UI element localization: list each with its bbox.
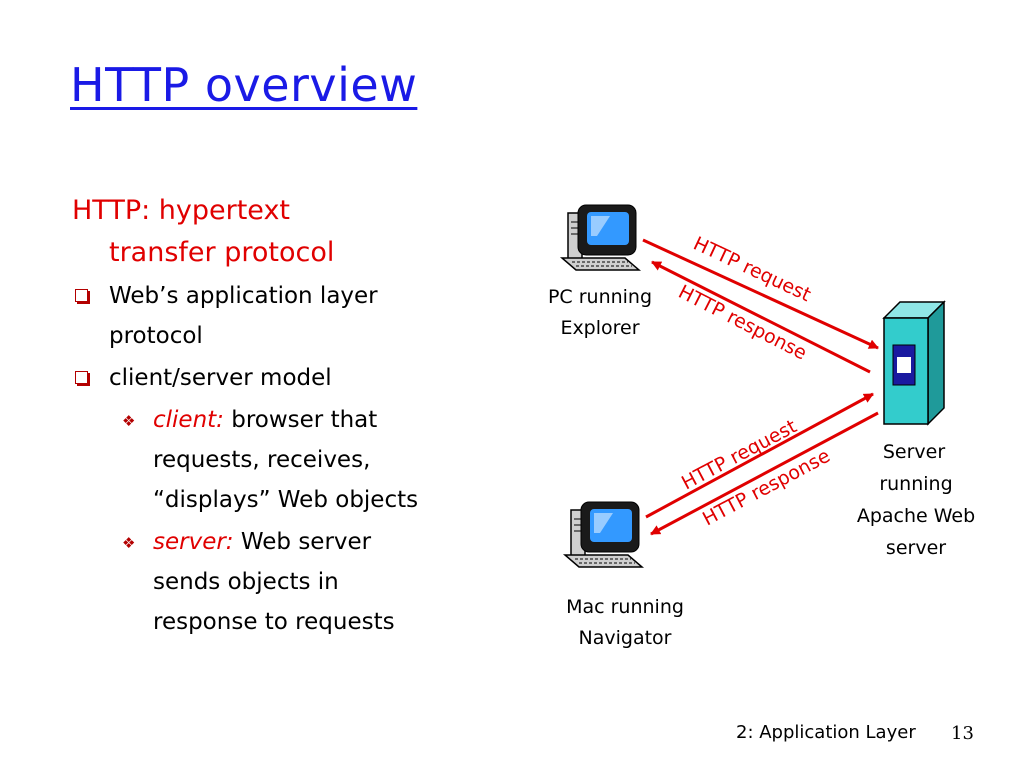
pc-response-arrow — [651, 260, 871, 374]
mac-computer-icon — [562, 501, 645, 568]
square-bullet-icon — [75, 289, 88, 302]
sub-bullet-client: ❖ client: browser that requests, receive… — [72, 400, 492, 520]
heading-line-2: transfer protocol — [109, 237, 335, 268]
pc-caption-line-1: PC running — [548, 286, 652, 308]
client-desc-line-1: browser that — [223, 407, 378, 433]
heading: HTTP: hypertext transfer protocol — [72, 190, 492, 274]
slide-title: HTTP overview — [70, 58, 418, 112]
bullet-text-line-2: protocol — [109, 323, 203, 349]
client-term: client: — [153, 407, 224, 433]
pc-computer-icon — [559, 204, 642, 271]
mac-caption-line-1: Mac running — [566, 596, 684, 618]
client-desc-line-3: “displays” Web objects — [153, 487, 419, 513]
client-desc-line-2: requests, receives, — [153, 447, 371, 473]
square-bullet-icon — [75, 371, 88, 384]
mac-request-arrow — [645, 392, 874, 519]
server-term: server: — [153, 529, 234, 555]
diamond-bullet-icon: ❖ — [122, 534, 136, 552]
pc-request-arrow — [642, 238, 879, 350]
diamond-bullet-icon: ❖ — [122, 412, 136, 430]
server-caption-line-4: server — [886, 537, 946, 559]
bullet-client-server: client/server model — [72, 358, 492, 398]
server-caption-line-1: Server — [883, 441, 945, 463]
bullet-text-line-1: Web’s application layer — [109, 283, 378, 309]
bullet-protocol: Web’s application layer protocol — [72, 276, 492, 356]
page-number: 13 — [951, 723, 974, 744]
server-icon — [882, 300, 946, 426]
sub-bullet-server: ❖ server: Web server sends objects in re… — [72, 522, 492, 642]
heading-line-1: HTTP: hypertext — [72, 195, 291, 226]
server-desc-line-2: sends objects in — [153, 569, 339, 595]
server-caption-line-3: Apache Web — [857, 505, 975, 527]
bullet-text: client/server model — [109, 365, 332, 391]
mac-caption-line-2: Navigator — [579, 627, 672, 649]
server-desc-line-3: response to requests — [153, 609, 395, 635]
mac-response-arrow — [650, 411, 879, 536]
footer-text: 2: Application Layer — [736, 722, 916, 743]
slide-content: HTTP: hypertext transfer protocol Web’s … — [72, 190, 492, 642]
server-caption-line-2: running — [879, 473, 952, 495]
pc-caption-line-2: Explorer — [560, 317, 639, 339]
server-desc-line-1: Web server — [233, 529, 372, 555]
